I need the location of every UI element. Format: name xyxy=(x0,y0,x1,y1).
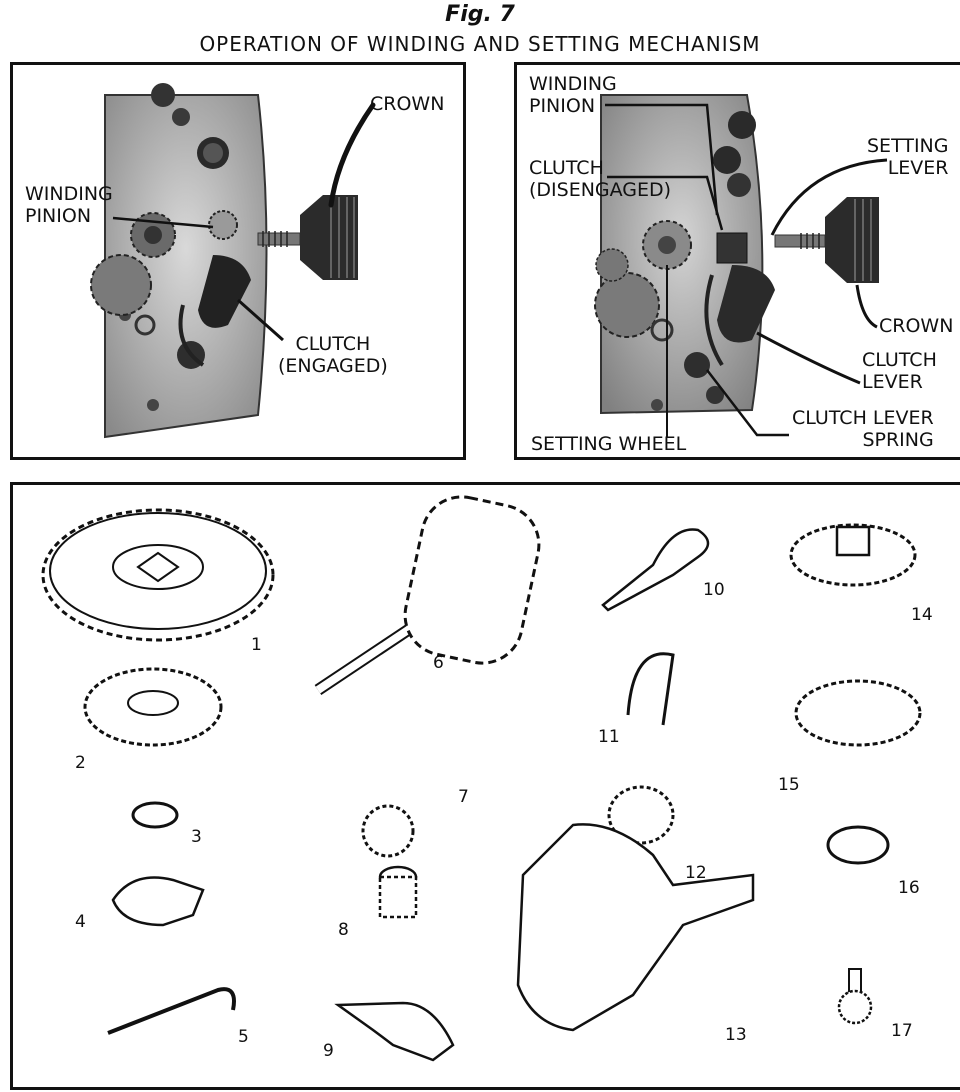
part-number-8: 8 xyxy=(338,920,349,940)
part-15-wheel xyxy=(796,681,920,745)
part-number-17: 17 xyxy=(891,1021,913,1041)
part-10-lever xyxy=(603,529,708,610)
part-number-7: 7 xyxy=(458,787,469,807)
part-7-pinion xyxy=(363,806,413,856)
engaged-movement-illustration xyxy=(13,65,466,460)
part-3-washer xyxy=(133,803,177,827)
figure-number: Fig. 7 xyxy=(0,2,960,27)
crown-label: CROWN xyxy=(370,93,444,115)
part-8-clutch xyxy=(380,867,416,917)
setting-wheel-label: SETTING WHEEL xyxy=(531,433,686,455)
part-13-setting-lever-plate xyxy=(518,824,753,1030)
part-4-bridge xyxy=(113,878,203,926)
winding-pinion-label: WINDING PINION xyxy=(25,183,113,227)
part-number-13: 13 xyxy=(725,1025,747,1045)
winding-pinion-label-right: WINDING PINION xyxy=(529,73,617,117)
part-14-wheel xyxy=(791,525,915,585)
part-number-9: 9 xyxy=(323,1041,334,1061)
part-number-16: 16 xyxy=(898,878,920,898)
part-number-14: 14 xyxy=(911,605,933,625)
part-number-12: 12 xyxy=(685,863,707,883)
part-number-15: 15 xyxy=(778,775,800,795)
clutch-lever-spring-label: CLUTCH LEVER SPRING xyxy=(792,407,934,451)
clutch-engaged-label: CLUTCH (ENGAGED) xyxy=(278,333,388,377)
part-number-4: 4 xyxy=(75,912,86,932)
part-9-lever xyxy=(338,1003,453,1060)
part-number-6: 6 xyxy=(433,653,444,673)
part-2-wheel xyxy=(85,669,221,745)
part-11-spring xyxy=(628,654,673,725)
part-16-spring-washer xyxy=(828,827,888,863)
part-number-10: 10 xyxy=(703,580,725,600)
part-1-crown-wheel xyxy=(43,510,273,640)
engaged-mechanism-panel: CROWN WINDING PINION CLUTCH (ENGAGED) xyxy=(10,62,466,460)
disengaged-movement-illustration xyxy=(517,65,960,460)
clutch-disengaged-label: CLUTCH (DISENGAGED) xyxy=(529,157,671,201)
clutch-lever-label: CLUTCH LEVER xyxy=(862,349,937,393)
part-17-pinion xyxy=(839,969,871,1023)
part-number-11: 11 xyxy=(598,727,620,747)
part-number-3: 3 xyxy=(191,827,202,847)
setting-lever-label: SETTING LEVER xyxy=(867,135,948,179)
part-5-spring xyxy=(108,989,234,1033)
disengaged-mechanism-panel: WINDING PINION CLUTCH (DISENGAGED) SETTI… xyxy=(514,62,960,460)
part-number-5: 5 xyxy=(238,1027,249,1047)
part-number-2: 2 xyxy=(75,753,86,773)
crown-label-right: CROWN xyxy=(879,315,953,337)
figure-title: OPERATION OF WINDING AND SETTING MECHANI… xyxy=(0,32,960,56)
parts-illustrations xyxy=(13,485,960,1090)
part-number-1: 1 xyxy=(251,635,262,655)
parts-exploded-panel: 1 2 3 4 5 6 7 8 9 10 11 12 13 14 15 16 1… xyxy=(10,482,960,1090)
